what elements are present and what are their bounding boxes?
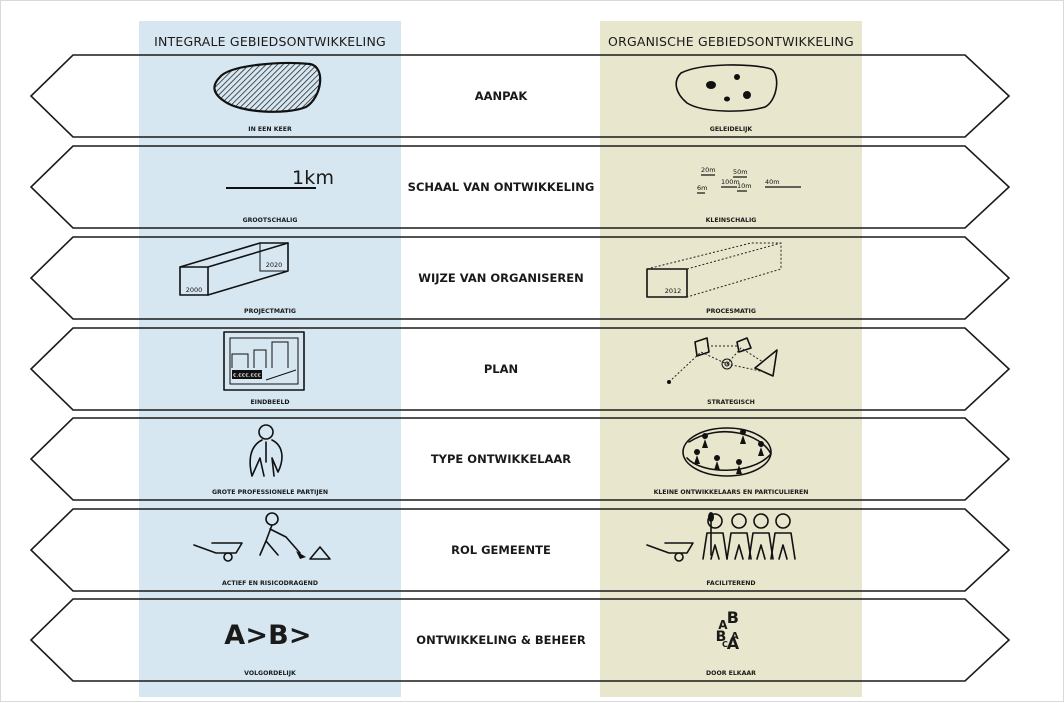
- left-column-background: [139, 21, 401, 697]
- group-with-wheelbarrow-icon: [646, 512, 796, 562]
- rows-group: AANPAK IN EEN KEER GELEIDELIJK SCHAAL VAN O…: [29, 54, 1011, 682]
- scale-5: 40m: [765, 178, 780, 186]
- worker-with-wheelbarrow-icon: [193, 512, 331, 562]
- scale-label: 1km: [292, 167, 334, 189]
- row-arrow-outline: [29, 598, 1011, 682]
- solid-box-timeline-icon: 2000 2020: [179, 242, 289, 296]
- row-5: TYPE ONTWIKKELAAR GROTE PROFESSIONELE PAR…: [29, 417, 1011, 501]
- row-label: WIJZE VAN ORGANISEREN: [418, 271, 583, 285]
- row-arrow-outline: [29, 327, 1011, 411]
- scale-3: 6m: [697, 184, 707, 192]
- row-arrow-outline: [29, 236, 1011, 320]
- price-tag: €.€€€.€€€: [233, 373, 261, 379]
- hatched-blob-icon: [213, 61, 322, 113]
- framed-end-image-icon: €.€€€.€€€: [223, 331, 305, 391]
- row-6: ROL GEMEENTE ACTIEF EN RISICODRAGEND FACIL…: [29, 508, 1011, 592]
- row-arrow-outline: [29, 417, 1011, 501]
- left-caption: GROOTSCHALIG: [243, 217, 298, 224]
- jumbled-letter-3: A: [731, 631, 739, 642]
- large-scale-bar-icon: 1km: [226, 167, 334, 189]
- professional-figure-icon: [249, 424, 283, 477]
- sequential-letters-icon: A>B>: [224, 620, 312, 651]
- jumbled-letter-1: B: [727, 608, 739, 627]
- sequence-text: A>B>: [224, 620, 312, 651]
- row-label: ONTWIKKELING & BEHEER: [416, 633, 586, 647]
- row-label: ROL GEMEENTE: [451, 543, 551, 557]
- left-caption: ACTIEF EN RISICODRAGEND: [222, 580, 318, 587]
- row-label: TYPE ONTWIKKELAAR: [431, 452, 571, 466]
- row-label: SCHAAL VAN ONTWIKKELING: [408, 180, 595, 194]
- right-caption: PROCESMATIG: [706, 308, 756, 315]
- right-caption: KLEINSCHALIG: [706, 217, 757, 224]
- right-caption: KLEINE ONTWIKKELAARS EN PARTICULIEREN: [654, 489, 809, 496]
- year-mid: 2012: [665, 287, 682, 295]
- scattered-spots-icon: [675, 64, 778, 112]
- jumbled-letter-5: A: [727, 634, 740, 653]
- year-end: 2020: [266, 261, 283, 269]
- small-scale-bars-icon: 20m 50m 100m 6m 10m 40m: [697, 166, 801, 194]
- right-caption: DOOR ELKAAR: [706, 670, 756, 677]
- row-1: AANPAK IN EEN KEER GELEIDELIJK: [29, 54, 1011, 138]
- strategic-network-icon: [667, 337, 778, 384]
- row-arrow-outline: [29, 508, 1011, 592]
- row-label: AANPAK: [475, 89, 529, 103]
- row-arrow-outline: [29, 54, 1011, 138]
- row-label: PLAN: [484, 362, 518, 376]
- jumbled-letter-0: A: [718, 618, 728, 632]
- jumbled-letter-2: B: [716, 629, 727, 645]
- right-caption: STRATEGISCH: [707, 399, 755, 406]
- scale-2: 100m: [721, 178, 740, 186]
- many-small-figures-icon: [682, 427, 772, 477]
- left-caption: EINDBEELD: [250, 399, 289, 406]
- right-caption: FACILITEREND: [706, 580, 755, 587]
- left-column-header: INTEGRALE GEBIEDSONTWIKKELING: [154, 34, 386, 49]
- scale-4: 10m: [737, 182, 752, 190]
- left-caption: PROJECTMATIG: [244, 308, 296, 315]
- left-caption: VOLGORDELIJK: [244, 670, 296, 677]
- dotted-box-timeline-icon: 2012: [646, 242, 782, 298]
- scale-0: 20m: [701, 166, 716, 174]
- jumbled-letter-4: C: [722, 640, 728, 649]
- right-caption: GELEIDELIJK: [710, 126, 753, 133]
- row-7: ONTWIKKELING & BEHEER VOLGORDELIJK DOOR EL…: [29, 598, 1011, 682]
- left-caption: GROTE PROFESSIONELE PARTIJEN: [212, 489, 328, 496]
- right-column-background: [600, 21, 862, 697]
- left-caption: IN EEN KEER: [248, 126, 292, 133]
- scale-1: 50m: [733, 168, 748, 176]
- row-3: WIJZE VAN ORGANISEREN PROJECTMATIG PROCESM…: [29, 236, 1011, 320]
- row-arrow-outline: [29, 145, 1011, 229]
- row-4: PLAN EINDBEELD STRATEGISCH €.€€€.€€€: [29, 327, 1011, 411]
- row-2: SCHAAL VAN ONTWIKKELING GROOTSCHALIG KLEIN…: [29, 145, 1011, 229]
- right-column-header: ORGANISCHE GEBIEDSONTWIKKELING: [608, 34, 854, 49]
- year-start: 2000: [186, 286, 203, 294]
